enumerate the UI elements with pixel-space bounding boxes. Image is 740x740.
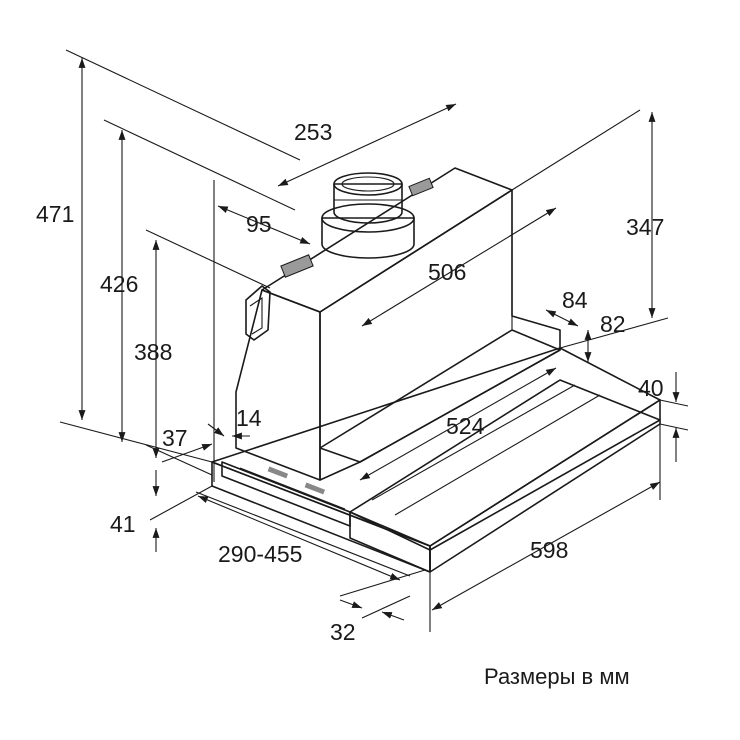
dim-290-455: 290-455 — [218, 541, 302, 567]
dim-347: 347 — [626, 214, 664, 240]
dim-253: 253 — [294, 119, 332, 145]
dim-426: 426 — [100, 271, 138, 297]
dim-524: 524 — [446, 413, 485, 439]
dim-14: 14 — [236, 405, 262, 431]
dim-506: 506 — [428, 259, 466, 285]
dim-41: 41 — [110, 511, 136, 537]
dim-95: 95 — [246, 211, 272, 237]
units-caption: Размеры в мм — [484, 664, 630, 689]
dim-388: 388 — [134, 339, 172, 365]
dim-471: 471 — [36, 201, 74, 227]
dim-84: 84 — [562, 287, 588, 313]
dim-40: 40 — [638, 375, 664, 401]
dim-37: 37 — [162, 425, 188, 451]
dimension-labels: 471 426 388 253 95 506 347 84 82 40 524 … — [36, 119, 664, 645]
dim-82: 82 — [600, 311, 626, 337]
hood-base-top — [211, 347, 661, 547]
exhaust-collar — [321, 172, 415, 259]
housing-left-side — [235, 289, 321, 481]
hood-body — [211, 167, 661, 573]
top-clips — [280, 177, 434, 278]
dim-32: 32 — [330, 619, 356, 645]
dimension-lines — [59, 49, 689, 632]
housing-shelf — [319, 329, 561, 463]
left-rail — [221, 461, 351, 527]
dim-598: 598 — [530, 537, 568, 563]
wall-clip — [245, 285, 271, 341]
